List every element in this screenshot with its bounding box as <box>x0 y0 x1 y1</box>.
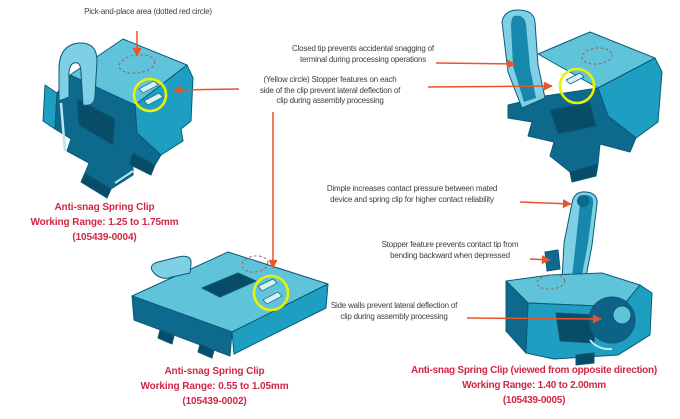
clip4-dimple <box>577 195 589 207</box>
pick-area-dotted-circles <box>118 47 613 290</box>
yellow-highlight-circle <box>558 67 596 105</box>
caption-part-number: (105439-0004) <box>72 232 137 243</box>
caption-105439-0002: Anti-snag Spring Clip Working Range: 0.5… <box>117 364 312 409</box>
clip3-stopper-tab <box>262 291 283 305</box>
clip1-hook-arm <box>58 42 98 106</box>
yellow-highlight-circles <box>132 67 596 312</box>
clip-render-105439-0002 <box>131 251 329 359</box>
caption-105439-0004: Anti-snag Spring Clip Working Range: 1.2… <box>7 200 202 245</box>
arrow-stopper-feature <box>529 255 551 265</box>
annotation-stopper-feature: Stopper feature prevents contact tip fro… <box>381 240 519 260</box>
caption-working-range: Working Range: 1.40 to 2.00mm <box>462 380 606 391</box>
pick-area-dotted-circle <box>536 274 566 290</box>
arrow-stopper-right <box>427 81 553 91</box>
caption-title: Anti-snag Spring Clip <box>164 366 265 377</box>
caption-title: Anti-snag Spring Clip (viewed from oppos… <box>411 365 657 376</box>
pick-area-dotted-circle <box>118 54 156 74</box>
caption-105439-0005: Anti-snag Spring Clip (viewed from oppos… <box>386 363 680 408</box>
arrow-stopper-left <box>173 85 240 95</box>
clip1-stopper-tab <box>143 92 164 106</box>
annotation-yellow-circle-stopper: (Yellow circle) Stopper features on each… <box>259 75 401 105</box>
clip2-stopper-tab <box>565 72 585 85</box>
leader-arrows <box>132 31 602 324</box>
annotation-closed-tip: Closed tip prevents accidental snagging … <box>292 44 434 64</box>
caption-part-number: (105439-0005) <box>502 395 566 406</box>
clip3-hook-tab <box>150 255 192 279</box>
caption-working-range: Working Range: 0.55 to 1.05mm <box>140 381 289 392</box>
yellow-highlight-circle <box>252 274 290 312</box>
annotation-side-walls: Side walls prevent lateral deflection of… <box>330 301 458 321</box>
annotation-pick-and-place: Pick-and-place area (dotted red circle) <box>84 7 212 16</box>
clip-render-top-right <box>501 9 663 183</box>
caption-working-range: Working Range: 1.25 to 1.75mm <box>30 217 179 228</box>
caption-part-number: (105439-0002) <box>182 396 247 407</box>
pick-area-dotted-circle <box>241 255 269 273</box>
annotation-dimple: Dimple increases contact pressure betwee… <box>326 184 498 204</box>
clip1-stopper-tab <box>138 80 159 94</box>
clip-render-105439-0004 <box>42 38 194 199</box>
pick-area-dotted-circle <box>581 47 613 65</box>
arrow-dimple <box>519 199 572 209</box>
arrow-side-walls <box>466 314 602 324</box>
caption-title: Anti-snag Spring Clip <box>54 202 155 213</box>
arrow-closed-tip <box>435 59 516 69</box>
clip3-stopper-tab <box>257 278 278 292</box>
yellow-highlight-circle <box>132 77 168 113</box>
clip-render-105439-0005 <box>505 191 653 366</box>
